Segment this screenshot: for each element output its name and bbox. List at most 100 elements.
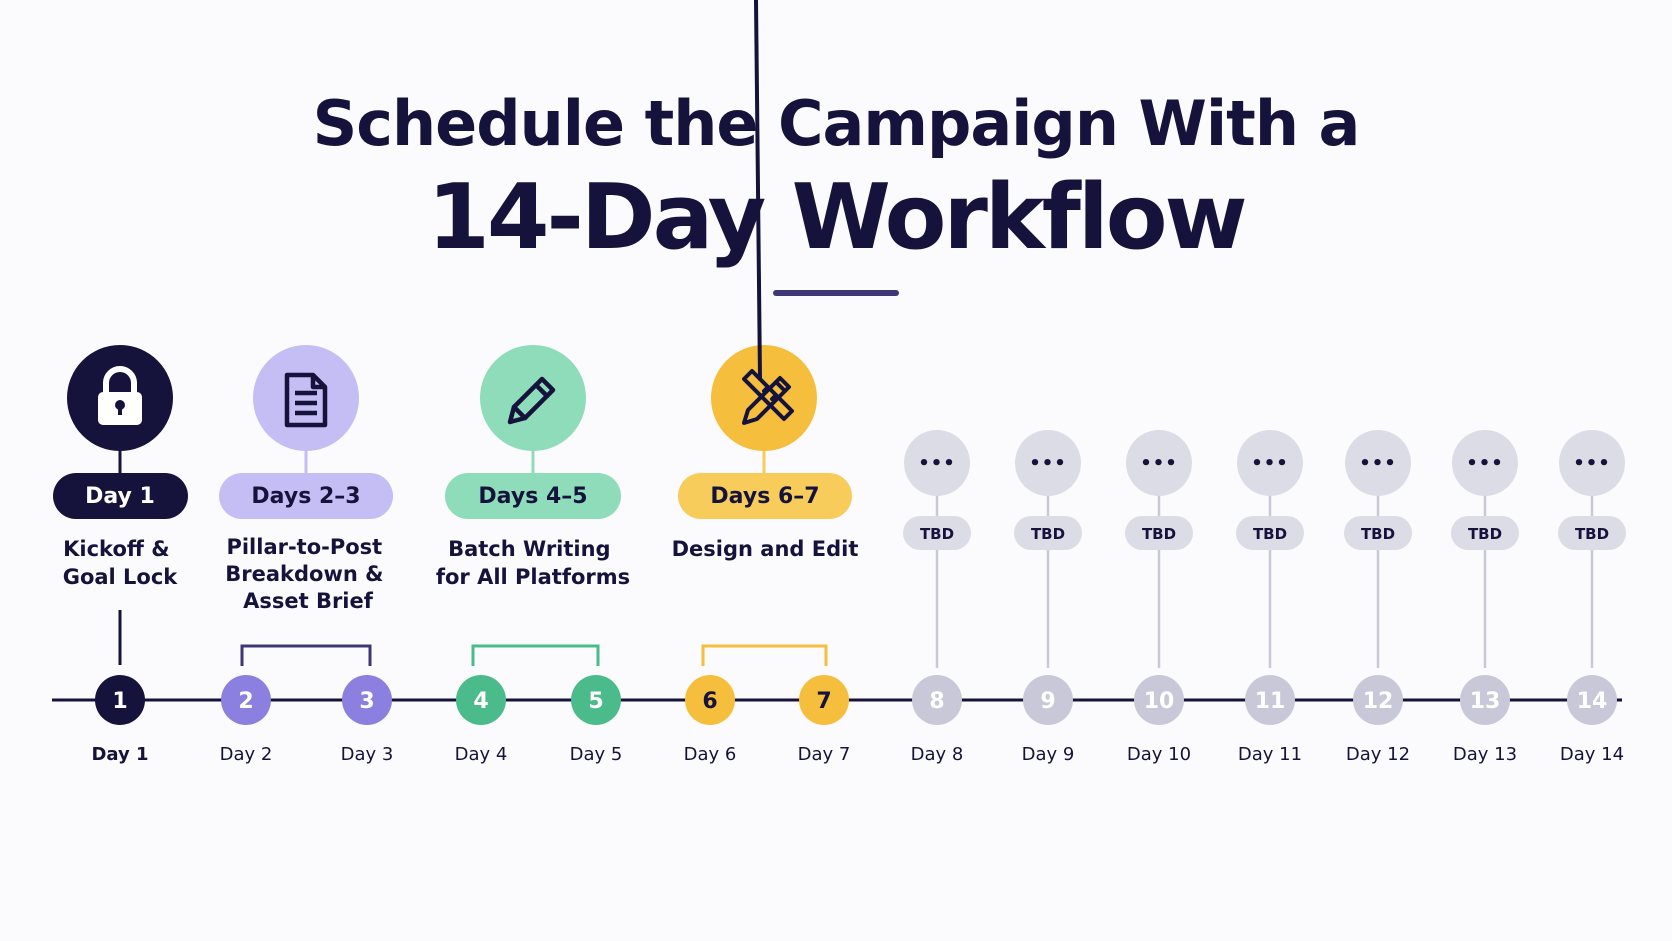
tbd-pill [903,516,971,550]
phase-days-4-5: Days 4–5 Batch Writing for All Platforms [436,345,630,666]
tbd-circle [1237,430,1303,496]
tbd-pill [1558,516,1626,550]
pencil-icon [507,376,556,425]
day-label: Day 11 [1238,744,1302,765]
phase-2-pill [219,473,393,519]
phase-2-label: Days 2–3 [251,484,360,509]
day-circle [221,675,271,725]
tbd-placeholders: •••TBD•••TBD•••TBD•••TBD•••TBD•••TBD•••T… [903,430,1626,668]
tbd-label: TBD [1142,525,1176,543]
phase-2-desc: Pillar-to-Post Breakdown & Asset Brief [225,535,391,613]
tbd-circle [1452,430,1518,496]
ellipsis-icon: ••• [1359,453,1397,474]
tbd-pill [1344,516,1412,550]
ellipsis-icon: ••• [1251,453,1289,474]
day-label: Day 4 [455,744,508,765]
tbd-label: TBD [920,525,954,543]
document-icon [284,372,328,428]
day-number: 5 [588,689,603,714]
tbd-pill [1451,516,1519,550]
phase-days-2-3: Days 2–3 Pillar-to-Post Breakdown & Asse… [219,345,393,666]
day-label: Day 10 [1127,744,1191,765]
day-circle [456,675,506,725]
day-circle [571,675,621,725]
tbd-column-day-9: ••• TBD [1014,430,1082,668]
ellipsis-icon: ••• [1466,453,1504,474]
day-number: 9 [1040,689,1055,714]
phase-4-desc: Design and Edit [672,537,859,561]
ellipsis-icon: ••• [1573,453,1611,474]
day-label: Day 9 [1022,744,1075,765]
tbd-column-day-12: ••• TBD [1344,430,1412,668]
tbd-label: TBD [1575,525,1609,543]
day-label: Day 12 [1346,744,1410,765]
day-number: 7 [816,689,831,714]
tbd-column-day-14: ••• TBD [1558,430,1626,668]
tbd-pill [1236,516,1304,550]
day-circle [1353,675,1403,725]
tbd-label: TBD [1361,525,1395,543]
page-title-line-1: Schedule the Campaign With a [312,87,1361,160]
day-circle [799,675,849,725]
day-label: Day 3 [341,744,394,765]
phase-1-desc: Kickoff & Goal Lock [63,537,179,589]
page-title-line-2: 14-Day Workflow [427,165,1247,270]
day-circle [1023,675,1073,725]
ellipsis-icon: ••• [1029,453,1067,474]
tbd-column-day-13: ••• TBD [1451,430,1519,668]
tbd-circle [904,430,970,496]
day-circle [1134,675,1184,725]
tbd-column-day-10: •••TBD [1125,430,1193,668]
tbd-column-day-8: ••• TBD [903,430,971,668]
day-circle [912,675,962,725]
day-circle [1567,675,1617,725]
ellipsis-icon: ••• [918,453,956,474]
phase-3-desc: Batch Writing for All Platforms [436,537,630,589]
pencil-ruler-icon [742,0,794,425]
phase-4-pill [678,473,852,519]
tbd-label: TBD [1031,525,1065,543]
day-number: 13 [1470,689,1501,714]
day-circle [342,675,392,725]
phase-3-label: Days 4–5 [478,484,587,509]
phase-4-bracket [701,644,828,666]
day-number: 11 [1255,689,1286,714]
tbd-label: TBD [1253,525,1287,543]
phase-day-1: Day 1 Kickoff & Goal Lock [53,345,188,665]
day-circle [685,675,735,725]
day-circle [95,675,145,725]
day-number: 6 [702,689,717,714]
day-number: 3 [359,689,374,714]
day-number: 8 [929,689,944,714]
tbd-column-day-11: ••• TBD [1236,430,1304,668]
tbd-circle [1559,430,1625,496]
phase-2-icon-circle [253,345,359,451]
day-label: Day 1 [91,744,148,765]
tbd-circle [1015,430,1081,496]
day-number: 4 [473,689,488,714]
tbd-pill [1014,516,1082,550]
day-number: 10 [1144,689,1175,714]
tbd-label: TBD [1468,525,1502,543]
day-label: Day 6 [684,744,737,765]
phase-2-bracket [240,644,372,666]
phase-4-label: Days 6–7 [710,484,819,509]
phase-3-bracket [471,644,600,666]
day-circle [1460,675,1510,725]
phase-3-icon-circle [480,345,586,451]
day-number: 12 [1363,689,1394,714]
tbd-circle [1345,430,1411,496]
